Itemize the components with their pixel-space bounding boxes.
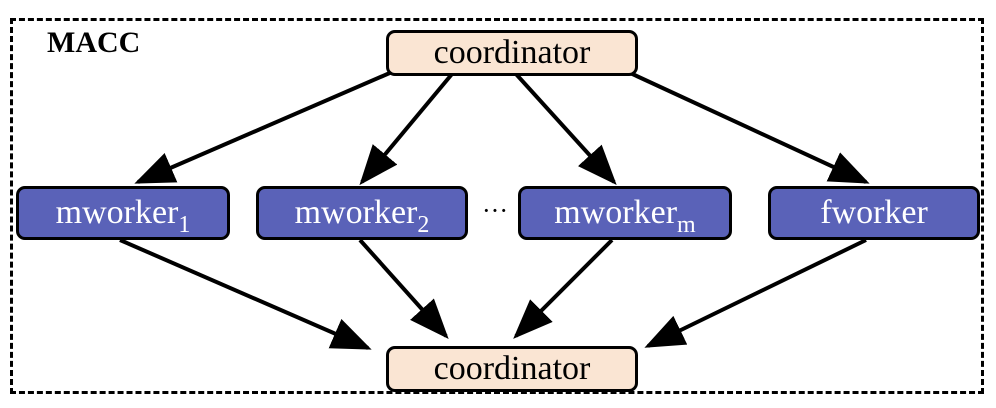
fworker-label: fworker [820, 194, 928, 231]
worker-node-m: mworkerm [518, 186, 732, 240]
coordinator-top-label: coordinator [433, 34, 591, 71]
edge-coord-to-fworker [627, 70, 870, 184]
edge-coord-to-worker-1 [134, 70, 393, 184]
macc-boundary [10, 18, 984, 394]
edge-fworker-to-coord [644, 238, 867, 348]
edge-worker-m-to-coord [513, 238, 614, 339]
coordinator-bottom-label: coordinator [433, 350, 591, 387]
edge-worker-1-to-coord [119, 238, 372, 350]
coordinator-top-node: coordinator [386, 30, 638, 76]
edge-coord-to-worker-m [514, 72, 617, 185]
fworker-node: fworker [768, 186, 980, 240]
worker-1-label: mworker1 [55, 194, 191, 238]
worker-node-1: mworker1 [16, 186, 230, 240]
worker-node-2: mworker2 [256, 186, 468, 240]
edge-worker-2-to-coord [358, 238, 449, 339]
diagram-title: MACC [47, 26, 141, 59]
ellipsis: ··· [482, 196, 508, 225]
worker-2-label: mworker2 [294, 194, 430, 238]
worker-m-label: mworkerm [554, 194, 696, 238]
coordinator-bottom-node: coordinator [386, 346, 638, 392]
edge-coord-to-worker-2 [359, 72, 454, 186]
